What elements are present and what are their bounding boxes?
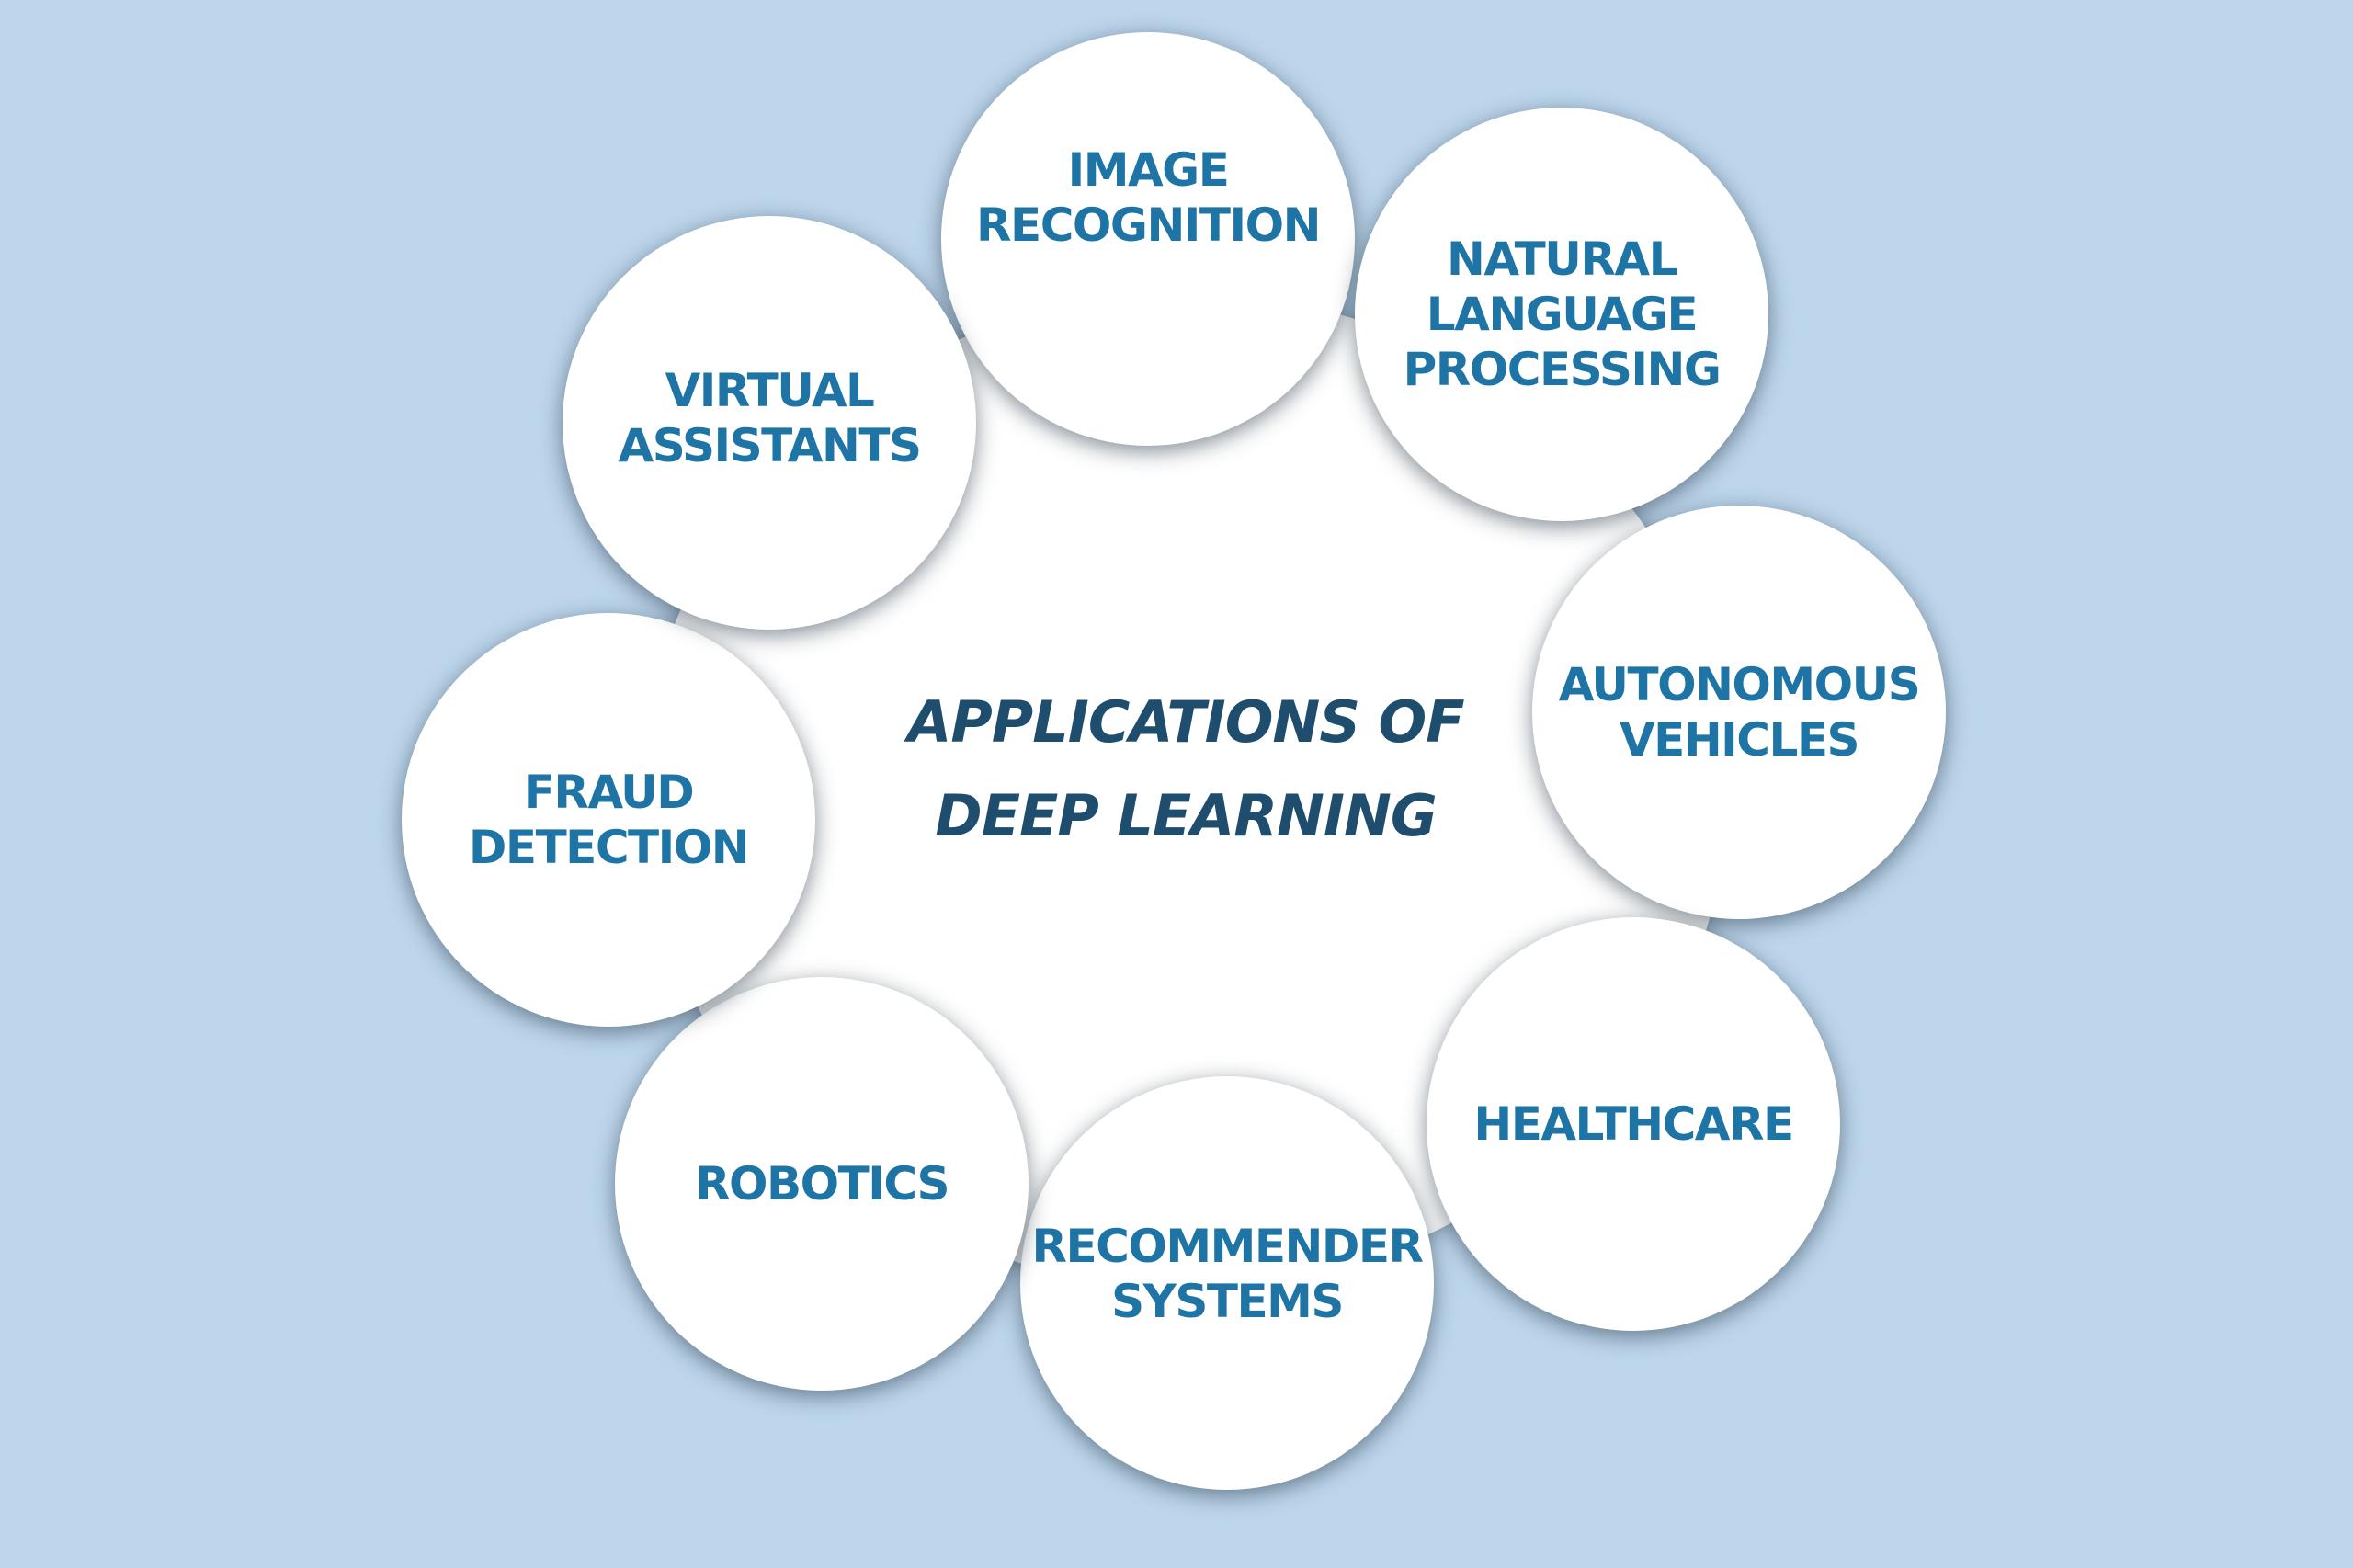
bubble-label: RECOMMENDER SYSTEMS bbox=[1031, 1219, 1424, 1329]
bubble-recommender-systems: RECOMMENDER SYSTEMS bbox=[1020, 1076, 1434, 1490]
bubble-label-line: ASSISTANTS bbox=[618, 419, 922, 472]
bubble-fraud-detection: FRAUD DETECTION bbox=[402, 613, 815, 1027]
bubble-label-line: VEHICLES bbox=[1619, 713, 1860, 767]
bubble-label: HEALTHCARE bbox=[1473, 1096, 1794, 1152]
bubble-label: FRAUD DETECTION bbox=[468, 765, 750, 875]
bubble-label-line: RECOGNITION bbox=[976, 199, 1321, 252]
bubble-label: NATURAL LANGUAGE PROCESSING bbox=[1403, 232, 1722, 397]
bubble-autonomous-vehicles: AUTONOMOUS VEHICLES bbox=[1532, 506, 1946, 919]
center-title: APPLICATIONS OF DEEP LEARNING bbox=[772, 676, 1599, 863]
bubble-label: ROBOTICS bbox=[695, 1156, 949, 1211]
bubble-label-line: IMAGE bbox=[1067, 143, 1230, 197]
bubble-label-line: HEALTHCARE bbox=[1473, 1097, 1794, 1151]
bubble-healthcare: HEALTHCARE bbox=[1427, 917, 1840, 1331]
bubble-label-line: AUTONOMOUS bbox=[1558, 658, 1921, 711]
bubble-image-recognition: IMAGE RECOGNITION bbox=[941, 32, 1355, 446]
bubble-label: VIRTUAL ASSISTANTS bbox=[618, 363, 922, 473]
center-title-line-2: DEEP LEARNING bbox=[935, 782, 1438, 849]
bubble-label: AUTONOMOUS VEHICLES bbox=[1558, 657, 1921, 767]
bubble-label-line: ROBOTICS bbox=[695, 1157, 949, 1210]
bubble-label-line: RECOMMENDER bbox=[1031, 1220, 1424, 1273]
center-title-line-1: APPLICATIONS OF bbox=[907, 688, 1464, 756]
bubble-label: IMAGE RECOGNITION bbox=[976, 142, 1321, 253]
bubble-label-line: DETECTION bbox=[468, 821, 750, 874]
bubble-virtual-assistants: VIRTUAL ASSISTANTS bbox=[563, 216, 976, 630]
bubble-label-line: FRAUD bbox=[523, 766, 695, 819]
bubble-label-line: SYSTEMS bbox=[1111, 1275, 1344, 1328]
bubble-label-line: LANGUAGE bbox=[1426, 288, 1699, 341]
bubble-label-line: VIRTUAL bbox=[665, 364, 875, 417]
bubble-label-line: PROCESSING bbox=[1403, 343, 1722, 396]
bubble-label-line: NATURAL bbox=[1447, 233, 1677, 286]
bubble-natural-language-processing: NATURAL LANGUAGE PROCESSING bbox=[1355, 108, 1768, 521]
bubble-robotics: ROBOTICS bbox=[615, 977, 1029, 1391]
